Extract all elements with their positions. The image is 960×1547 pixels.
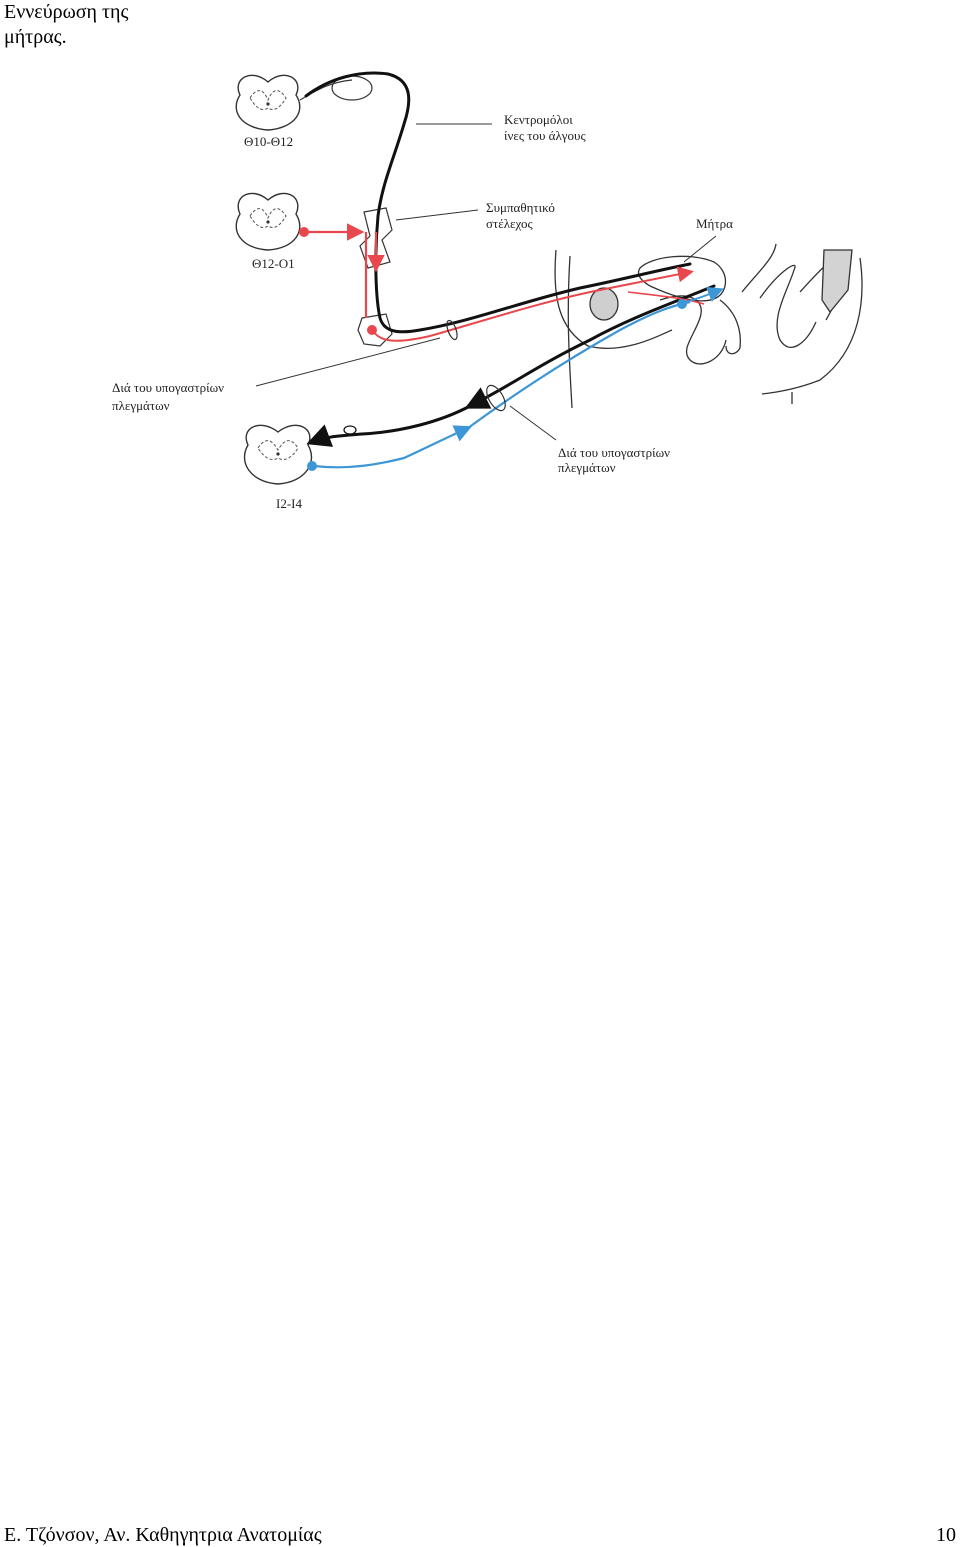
label-t10-t12: Θ10-Θ12 [244,134,293,149]
hypogastric-plexus-ring-lower [486,384,506,412]
label-t12-l1: Θ12-Ο1 [252,256,295,271]
spinal-cord-s2-s4 [243,424,313,485]
diagram-svg: Θ10-Θ12 Θ12-Ο1 Ι2-Ι4 [112,71,863,511]
label-afferent-line-1: Κεντρομόλοι [504,112,573,127]
page-number: 10 [936,1524,956,1546]
page-footer: Ε. Τζόνσον, Αν. Καθηγητρια Ανατομίας 10 [4,1523,956,1547]
page-title: Εννεύρωση της μήτρας. [4,0,204,50]
label-afferent-line-2: ίνες του άλγους [504,128,586,143]
page-title-line-2: μήτρας. [4,26,67,48]
footer-author: Ε. Τζόνσον, Αν. Καθηγητρια Ανατομίας [4,1524,322,1546]
spinal-cord-t12-l1 [235,192,301,251]
label-sympathetic-line-1: Συμπαθητικό [486,200,555,215]
label-sympathetic-line-2: στέλεχος [486,216,533,231]
label-s2-s4: Ι2-Ι4 [276,496,302,511]
uterus-innervation-diagram: Θ10-Θ12 Θ12-Ο1 Ι2-Ι4 [0,60,960,530]
page-title-line-1: Εννεύρωση της [4,1,129,23]
hypogastric-plexus-ring-upper [446,319,458,341]
afferent-pain-fibre [304,71,716,447]
label-hypogastric-right-line-2: πλεγμάτων [558,460,616,475]
pelvic-anatomy [554,243,863,409]
leader-lines [255,123,717,441]
label-hypogastric-left-line-1: Διά του υπογαστρίων [112,380,224,395]
parasympathetic-fibre [307,287,724,471]
label-hypogastric-right-line-1: Διά του υπογαστρίων [558,445,670,460]
label-hypogastric-left-line-2: πλεγμάτων [112,398,170,413]
spinal-cord-t10-t12 [235,74,301,131]
label-uterus: Μήτρα [696,216,733,231]
sympathetic-fibre [299,223,705,342]
